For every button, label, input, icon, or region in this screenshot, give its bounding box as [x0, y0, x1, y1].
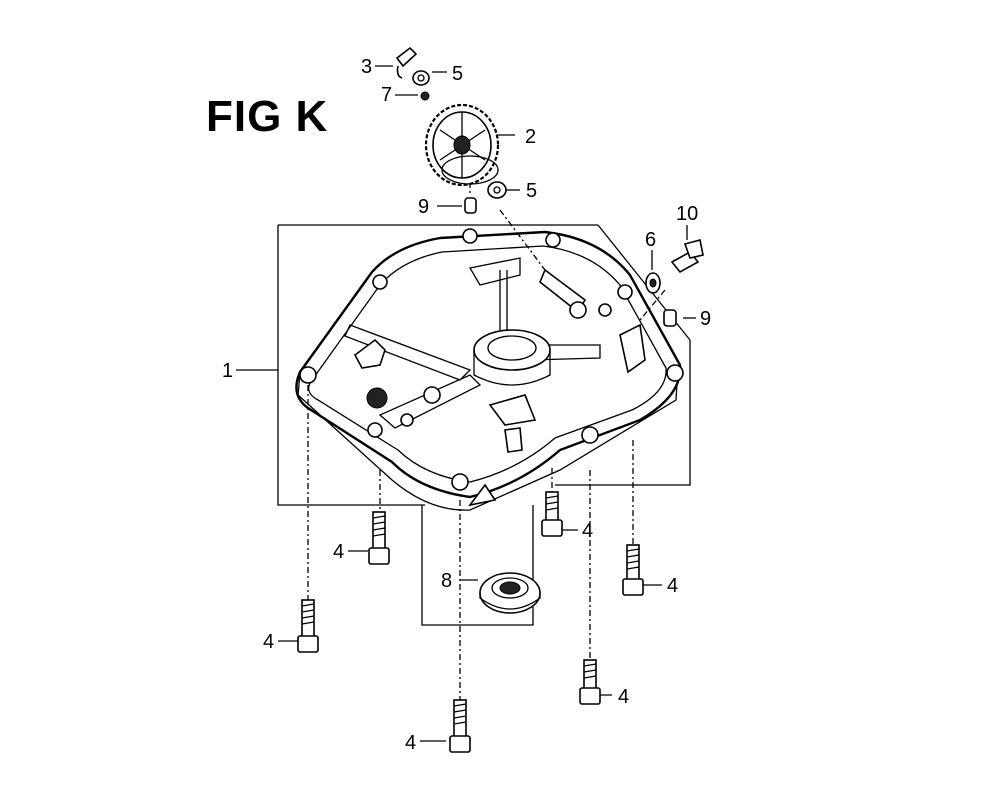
callout-5b: 5: [526, 180, 537, 202]
bolt-d: [541, 491, 563, 537]
callout-1: 1: [222, 360, 233, 382]
callout-10: 10: [676, 203, 698, 225]
callout-9a: 9: [418, 196, 429, 218]
callout-4e: 4: [667, 575, 678, 597]
bolt-c: [449, 699, 471, 753]
callout-6: 6: [645, 229, 656, 251]
callout-4c: 4: [405, 732, 416, 754]
callout-4a: 4: [333, 541, 344, 563]
bolt-e: [622, 544, 644, 596]
bolt-f: [579, 659, 601, 705]
callout-5a: 5: [452, 63, 463, 85]
callout-2: 2: [525, 126, 536, 148]
bolt-a: [368, 511, 390, 565]
callout-7: 7: [381, 84, 392, 106]
crankcase-cover: [295, 228, 684, 511]
callout-9b: 9: [700, 308, 711, 330]
flange-bolts: [297, 491, 644, 753]
callout-4b: 4: [263, 631, 274, 653]
bolt-b: [297, 599, 319, 653]
callout-4f: 4: [618, 686, 629, 708]
callout-4d: 4: [582, 520, 593, 542]
group-bracket-lines: [236, 224, 691, 626]
governor-gear: [424, 103, 500, 187]
callout-8: 8: [441, 570, 452, 592]
callout-labels: 1 2 3 4 4 4 4 4 4 5 5 6 7 8 9 9 10: [222, 56, 711, 754]
leader-lines: [278, 65, 696, 742]
figure-title: FIG K: [206, 92, 329, 141]
callout-3: 3: [361, 56, 372, 78]
small-parts: [395, 46, 704, 614]
